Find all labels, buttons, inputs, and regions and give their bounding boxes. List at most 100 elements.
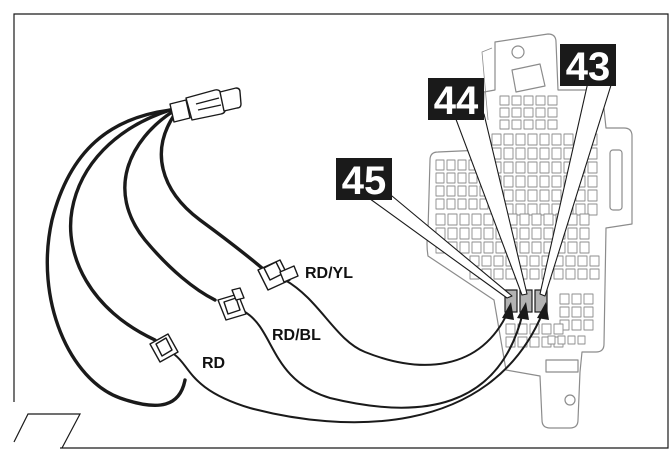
fuse-slot	[527, 189, 538, 202]
fuse-slot	[583, 319, 594, 331]
fuse-slot	[547, 107, 558, 118]
fuse-slot	[493, 255, 504, 267]
fuse-slot	[551, 161, 562, 174]
callout-45: 45	[336, 158, 392, 203]
connector-rd	[149, 333, 179, 363]
fuse-slot	[583, 306, 594, 318]
label-rd: RD	[202, 355, 225, 372]
fuse-slot	[529, 336, 540, 348]
inline-fuse-holder	[169, 87, 242, 123]
fuse-slot	[523, 107, 534, 118]
fuse-slot	[567, 241, 578, 254]
wire-rd	[174, 311, 544, 424]
fuse-slot	[468, 172, 478, 184]
fuse-slot	[527, 203, 538, 216]
fuse-slot	[551, 147, 562, 160]
fuse-slot	[551, 133, 562, 146]
fuse-slot	[547, 95, 558, 106]
fuse-slot	[563, 133, 574, 146]
fuse-slot	[503, 147, 514, 160]
fuse-slot	[491, 133, 502, 146]
fuse-slot	[499, 107, 510, 118]
fuse-slot	[543, 213, 554, 226]
harness-wire-2	[68, 108, 172, 342]
fuse-slot	[527, 175, 538, 188]
fuse-slot	[557, 335, 566, 345]
callout-leaders	[365, 81, 613, 299]
fuse-slot	[547, 119, 558, 130]
fuse-slot	[551, 175, 562, 188]
fuse-slot	[531, 241, 542, 254]
fuse-slot	[505, 323, 516, 335]
fuse-slot	[539, 175, 550, 188]
fuse-slot	[435, 213, 446, 226]
fuse-slot	[481, 255, 492, 267]
fuse-slot	[446, 172, 456, 184]
fuse-slot	[567, 227, 578, 240]
fuse-slot	[499, 95, 510, 106]
fuse-slot	[435, 198, 445, 210]
fuse-slot	[446, 159, 456, 171]
fuse-slot	[527, 161, 538, 174]
fuse-slot	[483, 227, 494, 240]
fuse-slot	[471, 227, 482, 240]
fuse-slot	[565, 268, 576, 280]
fuse-slot	[551, 189, 562, 202]
fuse-slot	[535, 95, 546, 106]
fuse-slot	[503, 189, 514, 202]
fuse-slot	[587, 203, 598, 216]
fuse-slot	[471, 213, 482, 226]
fuse-slot	[471, 241, 482, 254]
fuse-slot	[535, 107, 546, 118]
fuse-slot	[527, 133, 538, 146]
label-rd-bl: RD/BL	[272, 327, 321, 344]
callout-45-label: 45	[342, 159, 387, 203]
fuse-slot	[539, 147, 550, 160]
insertion-arrows	[502, 302, 549, 320]
fuse-slot	[483, 213, 494, 226]
fuse-slot	[511, 119, 522, 130]
connector-rd-yl	[257, 259, 299, 291]
fuse-slot	[531, 213, 542, 226]
arrow-45	[502, 302, 514, 320]
mount-hole-bottom	[564, 394, 576, 406]
fuse-slot	[519, 227, 530, 240]
fuse-slot	[457, 198, 467, 210]
fuse-slot	[553, 268, 564, 280]
fuse-slot	[515, 175, 526, 188]
label-rd-yl: RD/YL	[305, 265, 353, 282]
fuse-slot	[468, 198, 478, 210]
harness-wire-1	[45, 108, 187, 407]
fuse-slot	[535, 119, 546, 130]
fuse-slot	[459, 227, 470, 240]
fuse-slot	[589, 255, 600, 267]
callout-43: 43	[560, 44, 616, 89]
fuse-slot	[587, 175, 598, 188]
fuse-slot	[589, 268, 600, 280]
fuse-slot	[503, 133, 514, 146]
fuse-slot	[571, 293, 582, 305]
callout-44-label: 44	[434, 79, 479, 123]
fuse-slot	[523, 119, 534, 130]
fuse-slot	[529, 255, 540, 267]
fuse-slot	[527, 147, 538, 160]
fuse-slot	[503, 161, 514, 174]
fuse-slot	[515, 189, 526, 202]
fuse-slot	[567, 335, 576, 345]
fuse-slot	[435, 172, 445, 184]
fuse-slot	[446, 198, 456, 210]
fuse-slot	[459, 213, 470, 226]
fuse-slot	[523, 95, 534, 106]
fuse-slot	[529, 268, 540, 280]
fuse-slot	[575, 203, 586, 216]
fuse-slot	[499, 119, 510, 130]
fuse-slot	[435, 159, 445, 171]
fuse-slot	[511, 95, 522, 106]
fuse-slot	[577, 255, 588, 267]
fuse-slot	[565, 255, 576, 267]
fuse-slot	[515, 133, 526, 146]
fuse-slot	[543, 227, 554, 240]
fuse-slot	[493, 268, 504, 280]
callout-43-label: 43	[566, 45, 611, 89]
